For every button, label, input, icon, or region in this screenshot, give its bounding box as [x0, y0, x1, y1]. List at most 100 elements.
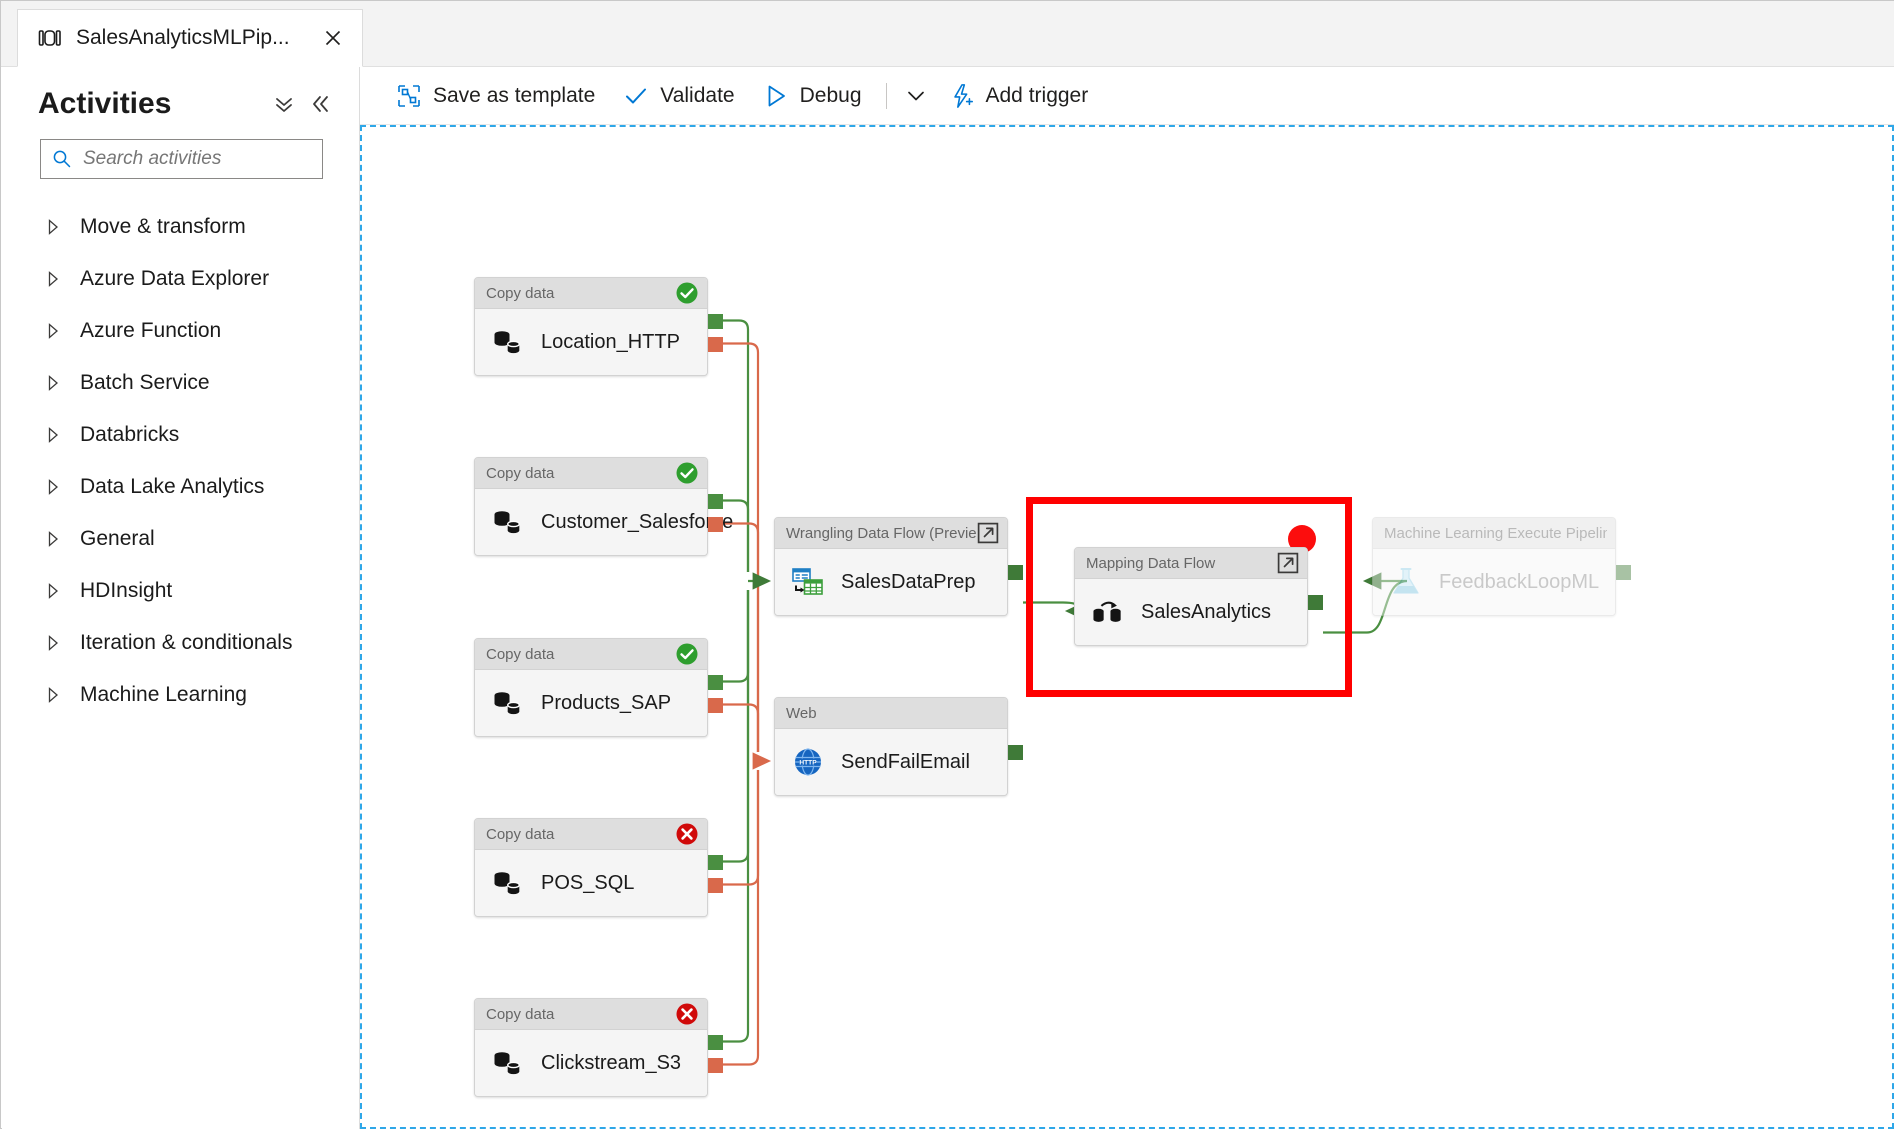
sidebar-item-label: Batch Service: [80, 371, 210, 394]
node-header: Copy data: [475, 999, 707, 1030]
node-port-success[interactable]: [708, 855, 723, 870]
tab-title: SalesAnalyticsMLPip...: [76, 26, 290, 49]
node-port-failure[interactable]: [708, 337, 723, 352]
open-in-new-icon[interactable]: [976, 522, 999, 545]
node-name-label: Clickstream_S3: [541, 1051, 682, 1074]
add-trigger-button[interactable]: Add trigger: [935, 74, 1103, 118]
node-type-label: Copy data: [486, 464, 555, 482]
sidebar-item-iteration-conditionals[interactable]: Iteration & conditionals: [2, 621, 359, 665]
chevron-right-icon: [42, 268, 64, 290]
sidebar-item-batch-service[interactable]: Batch Service: [2, 361, 359, 405]
sidebar-item-label: Machine Learning: [80, 683, 247, 706]
node-type-label: Mapping Data Flow: [1086, 554, 1216, 572]
node-port-success[interactable]: [708, 1035, 723, 1050]
node-type-label: Copy data: [486, 825, 555, 843]
chevron-double-left-icon[interactable]: [305, 89, 335, 119]
open-in-new-icon[interactable]: [1276, 552, 1299, 575]
node-port-output[interactable]: [1616, 565, 1631, 580]
search-icon: [51, 148, 73, 170]
node-header: Mapping Data Flow: [1075, 548, 1307, 579]
node-body: Products_SAP: [475, 670, 707, 736]
chevron-double-down-icon[interactable]: [269, 89, 299, 119]
pipeline-icon: [38, 28, 62, 48]
debug-label: Debug: [799, 83, 862, 107]
node-body: Customer_Salesforce: [475, 489, 733, 555]
tab-strip: SalesAnalyticsMLPip...: [1, 1, 1894, 67]
node-header: Machine Learning Execute Pipeline: [1373, 518, 1615, 549]
http-globe-icon: HTTP: [791, 746, 825, 778]
sidebar-item-data-lake-analytics[interactable]: Data Lake Analytics: [2, 465, 359, 509]
node-header: Wrangling Data Flow (Preview): [775, 518, 1007, 549]
node-port-success[interactable]: [708, 314, 723, 329]
node-body: Location_HTTP: [475, 309, 707, 375]
activity-node-customer-salesforce[interactable]: Copy data: [474, 457, 733, 556]
pipeline-canvas[interactable]: Copy data: [360, 125, 1894, 1129]
activity-node-pos-sql[interactable]: Copy data: [474, 818, 723, 917]
node-type-label: Copy data: [486, 645, 555, 663]
chevron-right-icon: [42, 580, 64, 602]
copy-data-icon: [491, 1047, 525, 1079]
check-circle-icon: [675, 281, 699, 305]
checkmark-icon: [623, 83, 649, 109]
node-type-label: Web: [786, 704, 817, 722]
activities-sidebar: Activities: [2, 67, 360, 1129]
validate-button[interactable]: Validate: [609, 74, 748, 118]
copy-data-icon: [491, 326, 525, 358]
node-body: HTTP SendFailEmail: [775, 729, 1007, 795]
chevron-right-icon: [42, 216, 64, 238]
template-icon: [396, 83, 422, 109]
sidebar-item-general[interactable]: General: [2, 517, 359, 561]
activity-node-salesdataprep[interactable]: Wrangling Data Flow (Preview): [774, 517, 1023, 616]
tab-salesanalyticsmlpipeline[interactable]: SalesAnalyticsMLPip...: [17, 9, 363, 67]
save-as-template-button[interactable]: Save as template: [382, 74, 609, 118]
activity-node-sendfailemail[interactable]: Web HTTP SendFailEmail: [774, 697, 1023, 796]
activity-node-salesanalytics[interactable]: Mapping Data Flow: [1074, 547, 1323, 646]
sidebar-item-label: Azure Data Explorer: [80, 267, 270, 290]
activity-node-clickstream-s3[interactable]: Copy data: [474, 998, 723, 1097]
sidebar-item-azure-data-explorer[interactable]: Azure Data Explorer: [2, 257, 359, 301]
node-name-label: SalesAnalytics: [1141, 600, 1272, 623]
sidebar-item-azure-function[interactable]: Azure Function: [2, 309, 359, 353]
node-port-output[interactable]: [1008, 745, 1023, 760]
node-port-output[interactable]: [1308, 595, 1323, 610]
node-type-label: Wrangling Data Flow (Preview): [786, 524, 976, 542]
search-box[interactable]: [40, 139, 334, 179]
node-header: Copy data: [475, 639, 707, 670]
sidebar-item-machine-learning[interactable]: Machine Learning: [2, 673, 359, 717]
sidebar-item-hdinsight[interactable]: HDInsight: [2, 569, 359, 613]
sidebar-header: Activities: [2, 67, 359, 125]
activity-node-products-sap[interactable]: Copy data: [474, 638, 723, 737]
node-port-failure[interactable]: [708, 698, 723, 713]
search-input[interactable]: [79, 148, 334, 170]
node-header: Copy data: [475, 458, 707, 489]
close-icon[interactable]: [322, 27, 344, 49]
node-port-output[interactable]: [1008, 565, 1023, 580]
activity-node-location-http[interactable]: Copy data: [474, 277, 723, 376]
sidebar-item-label: HDInsight: [80, 579, 173, 602]
error-circle-icon: [675, 822, 699, 846]
validate-label: Validate: [660, 83, 735, 107]
copy-data-icon: [491, 687, 525, 719]
node-port-failure[interactable]: [708, 1058, 723, 1073]
activity-node-feedbackloopml[interactable]: Machine Learning Execute Pipeline Feedba…: [1372, 517, 1631, 616]
node-type-label: Machine Learning Execute Pipeline: [1384, 524, 1607, 542]
node-port-failure[interactable]: [708, 517, 723, 532]
ml-flask-icon: [1389, 566, 1423, 598]
node-name-label: Products_SAP: [541, 691, 672, 714]
node-port-success[interactable]: [708, 494, 723, 509]
node-name-label: FeedbackLoopML: [1439, 570, 1600, 593]
node-header: Copy data: [475, 819, 707, 850]
sidebar-item-label: General: [80, 527, 155, 550]
sidebar-item-label: Move & transform: [80, 215, 246, 238]
node-port-success[interactable]: [708, 675, 723, 690]
sidebar-item-databricks[interactable]: Databricks: [2, 413, 359, 457]
copy-data-icon: [491, 867, 525, 899]
node-header: Copy data: [475, 278, 707, 309]
debug-dropdown-button[interactable]: [897, 76, 935, 116]
node-port-failure[interactable]: [708, 878, 723, 893]
sidebar-item-label: Databricks: [80, 423, 180, 446]
debug-button[interactable]: Debug: [749, 74, 876, 118]
sidebar-item-move-transform[interactable]: Move & transform: [2, 205, 359, 249]
copy-data-icon: [491, 506, 525, 538]
save-as-template-label: Save as template: [433, 83, 596, 107]
